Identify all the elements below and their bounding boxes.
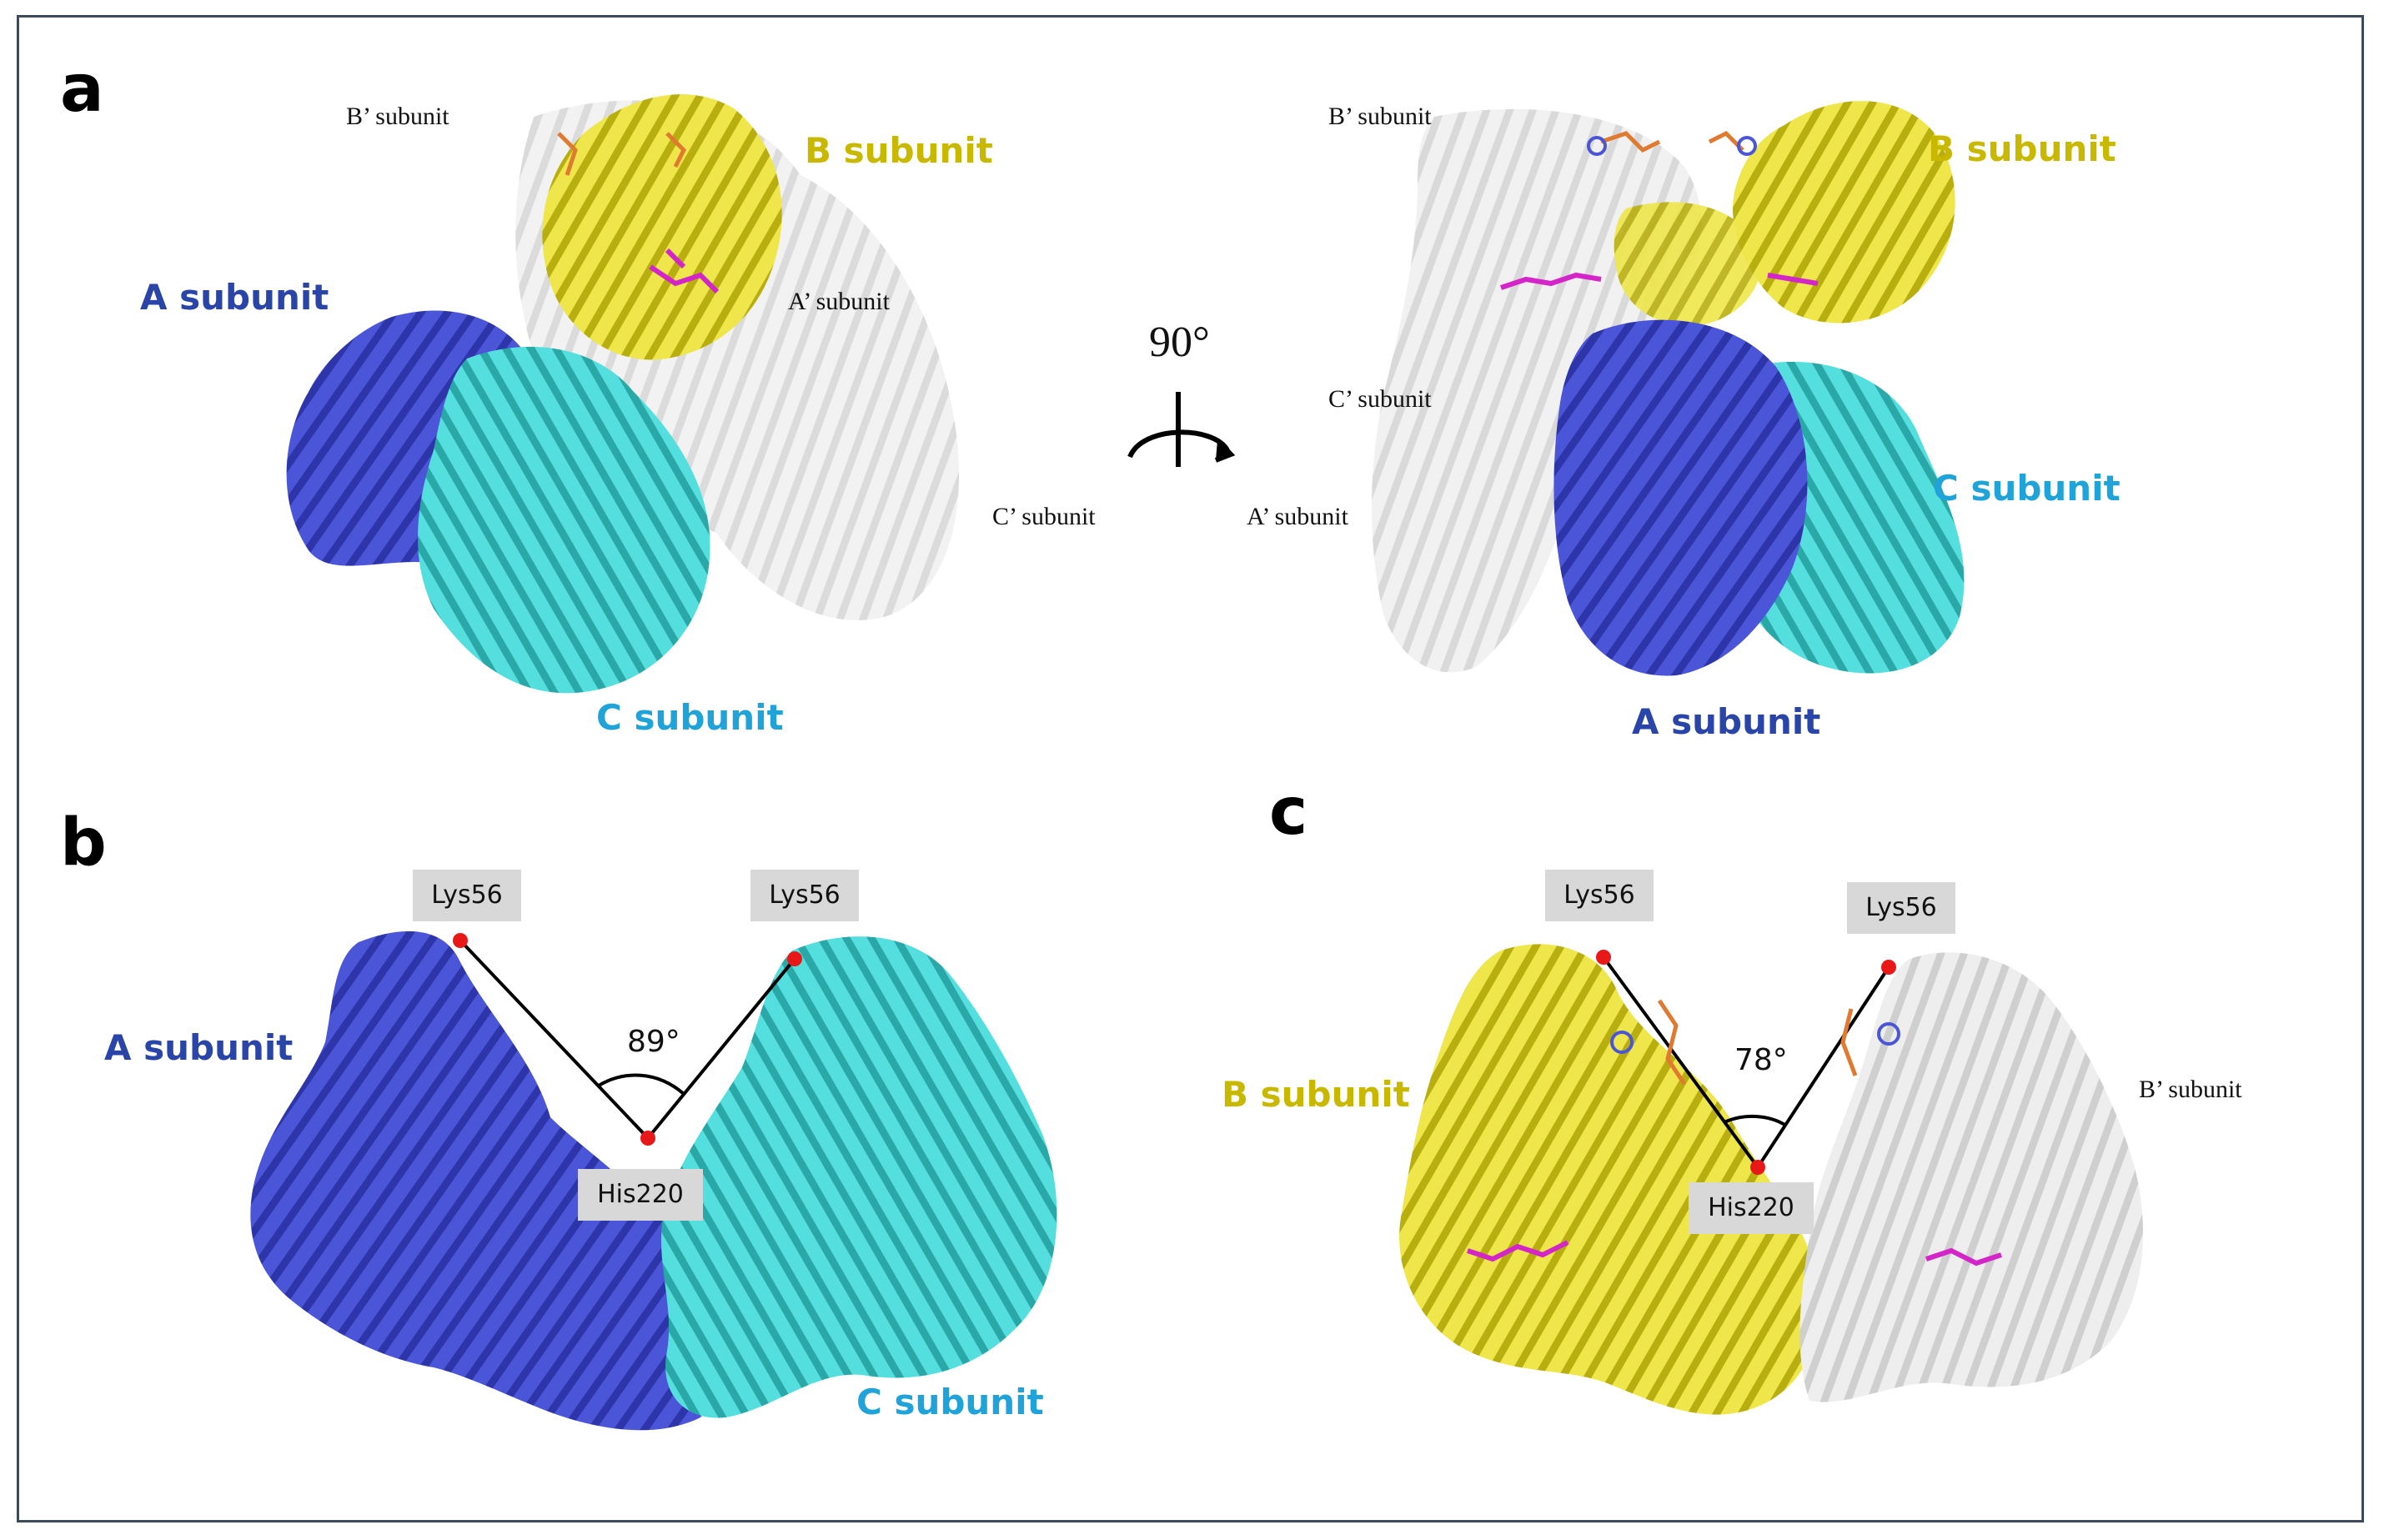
residue-marker-c-left bbox=[1596, 950, 1611, 965]
label-c-prime-right: C’ subunit bbox=[1328, 385, 1432, 413]
angle-lines-c bbox=[1602, 956, 1890, 1169]
label-b-prime-right: B’ subunit bbox=[1328, 103, 1432, 130]
label-a-panel-b: A subunit bbox=[104, 1027, 294, 1068]
figure-border bbox=[17, 15, 2364, 1522]
label-b-right: B subunit bbox=[1928, 128, 2116, 169]
panel-a-letter: a bbox=[60, 52, 104, 127]
ligand-top-left bbox=[557, 132, 687, 176]
angle-label-b: 89° bbox=[627, 1025, 680, 1059]
label-b-prime-left: B’ subunit bbox=[346, 103, 449, 130]
label-c-prime-left: C’ subunit bbox=[992, 503, 1096, 530]
panel-a-left-structure bbox=[286, 94, 960, 694]
a-subunit-right bbox=[1553, 319, 1808, 676]
b-subunit-left bbox=[542, 94, 782, 360]
label-a-prime-right: A’ subunit bbox=[1247, 503, 1348, 530]
nucleotide-rings-c bbox=[1610, 1022, 1900, 1054]
b-subunit-c bbox=[1399, 944, 1819, 1415]
rotation-arrow bbox=[1127, 392, 1236, 467]
b-prime-subunit-c bbox=[1799, 952, 2143, 1402]
label-b-panel-c: B subunit bbox=[1222, 1074, 1410, 1115]
label-a-prime-left: A’ subunit bbox=[788, 288, 890, 315]
ligand-sticks-c bbox=[1467, 1240, 2002, 1267]
residue-label-c-left: Lys56 bbox=[1545, 870, 1654, 921]
residue-marker-c-center bbox=[1750, 1160, 1765, 1175]
angle-lines-b bbox=[459, 939, 796, 1140]
residue-marker-b-left bbox=[453, 933, 468, 948]
label-b-prime-panel-c: B’ subunit bbox=[2139, 1076, 2242, 1103]
residue-label-b-center: His220 bbox=[578, 1169, 703, 1221]
panel-b-structure bbox=[250, 931, 1057, 1431]
c-subunit-b bbox=[660, 936, 1057, 1418]
residue-label-c-center: His220 bbox=[1689, 1182, 1814, 1234]
c-subunit-left bbox=[418, 346, 710, 694]
residue-label-b-left: Lys56 bbox=[413, 870, 521, 921]
label-c-left: C subunit bbox=[596, 697, 784, 738]
residue-label-b-right: Lys56 bbox=[750, 870, 859, 921]
ligand-sticks-right bbox=[1500, 272, 1819, 290]
residue-label-c-right: Lys56 bbox=[1847, 882, 1955, 934]
label-c-right: C subunit bbox=[1933, 468, 2121, 509]
ligand-top-c bbox=[1657, 999, 1858, 1086]
b-subunit-right bbox=[1733, 101, 1955, 324]
label-c-panel-b: C subunit bbox=[856, 1382, 1044, 1422]
residue-marker-c-right bbox=[1881, 960, 1896, 975]
label-a-right: A subunit bbox=[1632, 701, 1821, 742]
nucleotide-rings-right bbox=[1587, 136, 1757, 156]
residue-marker-b-right bbox=[787, 951, 802, 966]
b-subunit-right-middle bbox=[1614, 202, 1761, 326]
a-subunit-b bbox=[250, 931, 721, 1431]
residue-marker-b-center bbox=[640, 1131, 655, 1146]
label-a-left: A subunit bbox=[140, 277, 329, 318]
label-b-left: B subunit bbox=[805, 130, 993, 171]
panel-c-letter: c bbox=[1269, 775, 1308, 850]
ligand-sticks-left bbox=[649, 248, 720, 294]
rotation-angle: 90° bbox=[1149, 319, 1210, 366]
panel-b-letter: b bbox=[60, 805, 107, 880]
angle-label-c: 78° bbox=[1734, 1043, 1788, 1077]
panel-a-right-structure bbox=[1372, 101, 1965, 676]
panel-c-structure bbox=[1399, 944, 2143, 1415]
